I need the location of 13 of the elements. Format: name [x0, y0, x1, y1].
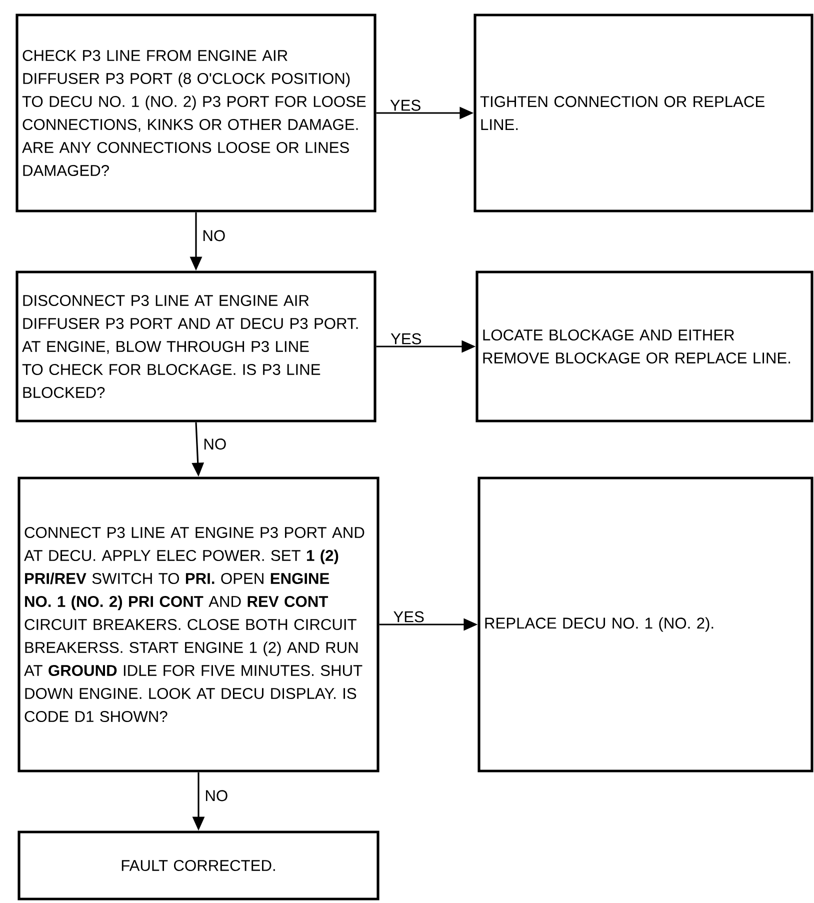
edge-label: YES [388, 98, 422, 112]
edge-label: YES [392, 610, 426, 624]
question-box: DISCONNECT P3 LINE AT ENGINE AIR DIFFUSER P3 PORT AND AT DECU P3 PORT. AT ENGINE, BLOW THROUGH P3 LINE TO CHECK FOR BLOCKAGE. IS P3 LINE BLOCKED? [16, 270, 376, 422]
action-box: LOCATE BLOCKAGE AND EITHER REMOVE BLOCKAGE OR REPLACE LINE. [476, 270, 814, 422]
question-box: CONNECT P3 LINE AT ENGINE P3 PORT AND AT DECU. APPLY ELEC POWER. SET 1 (2) PRI/REV SWITCH TO PRI. OPEN ENGINE NO. 1 (NO. 2) PRI CONT AND REV CONT CIRCUIT BREAKERS. CLOSE BOTH CIRCUIT BREAKERSS. START ENGINE 1 (2) AND RUN AT GROUND IDLE FOR FIVE MINUTES. SHUT DOWN ENGINE. LOOK AT DECU DISPLAY. IS CODE D1 SHOWN? [18, 476, 380, 772]
edge-label: NO [202, 438, 228, 451]
action-box: REPLACE DECU NO. 1 (NO. 2). [478, 476, 814, 772]
end-box: FAULT CORRECTED. [18, 830, 380, 900]
edge-label: YES [390, 332, 423, 346]
question-box: CHECK P3 LINE FROM ENGINE AIR DIFFUSER P3 PORT (8 O'CLOCK POSITION) TO DECU NO. 1 (NO. 2) P3 PORT FOR LOOSE CONNECTIONS, KINKS OR OTHER DAMAGE. ARE ANY CONNECTIONS LOOSE OR LINES DAMAGED? [16, 14, 376, 212]
edge-label: NO [201, 229, 227, 242]
action-box: TIGHTEN CONNECTION OR REPLACE LINE. [474, 14, 814, 212]
edge-label: NO [204, 789, 230, 802]
